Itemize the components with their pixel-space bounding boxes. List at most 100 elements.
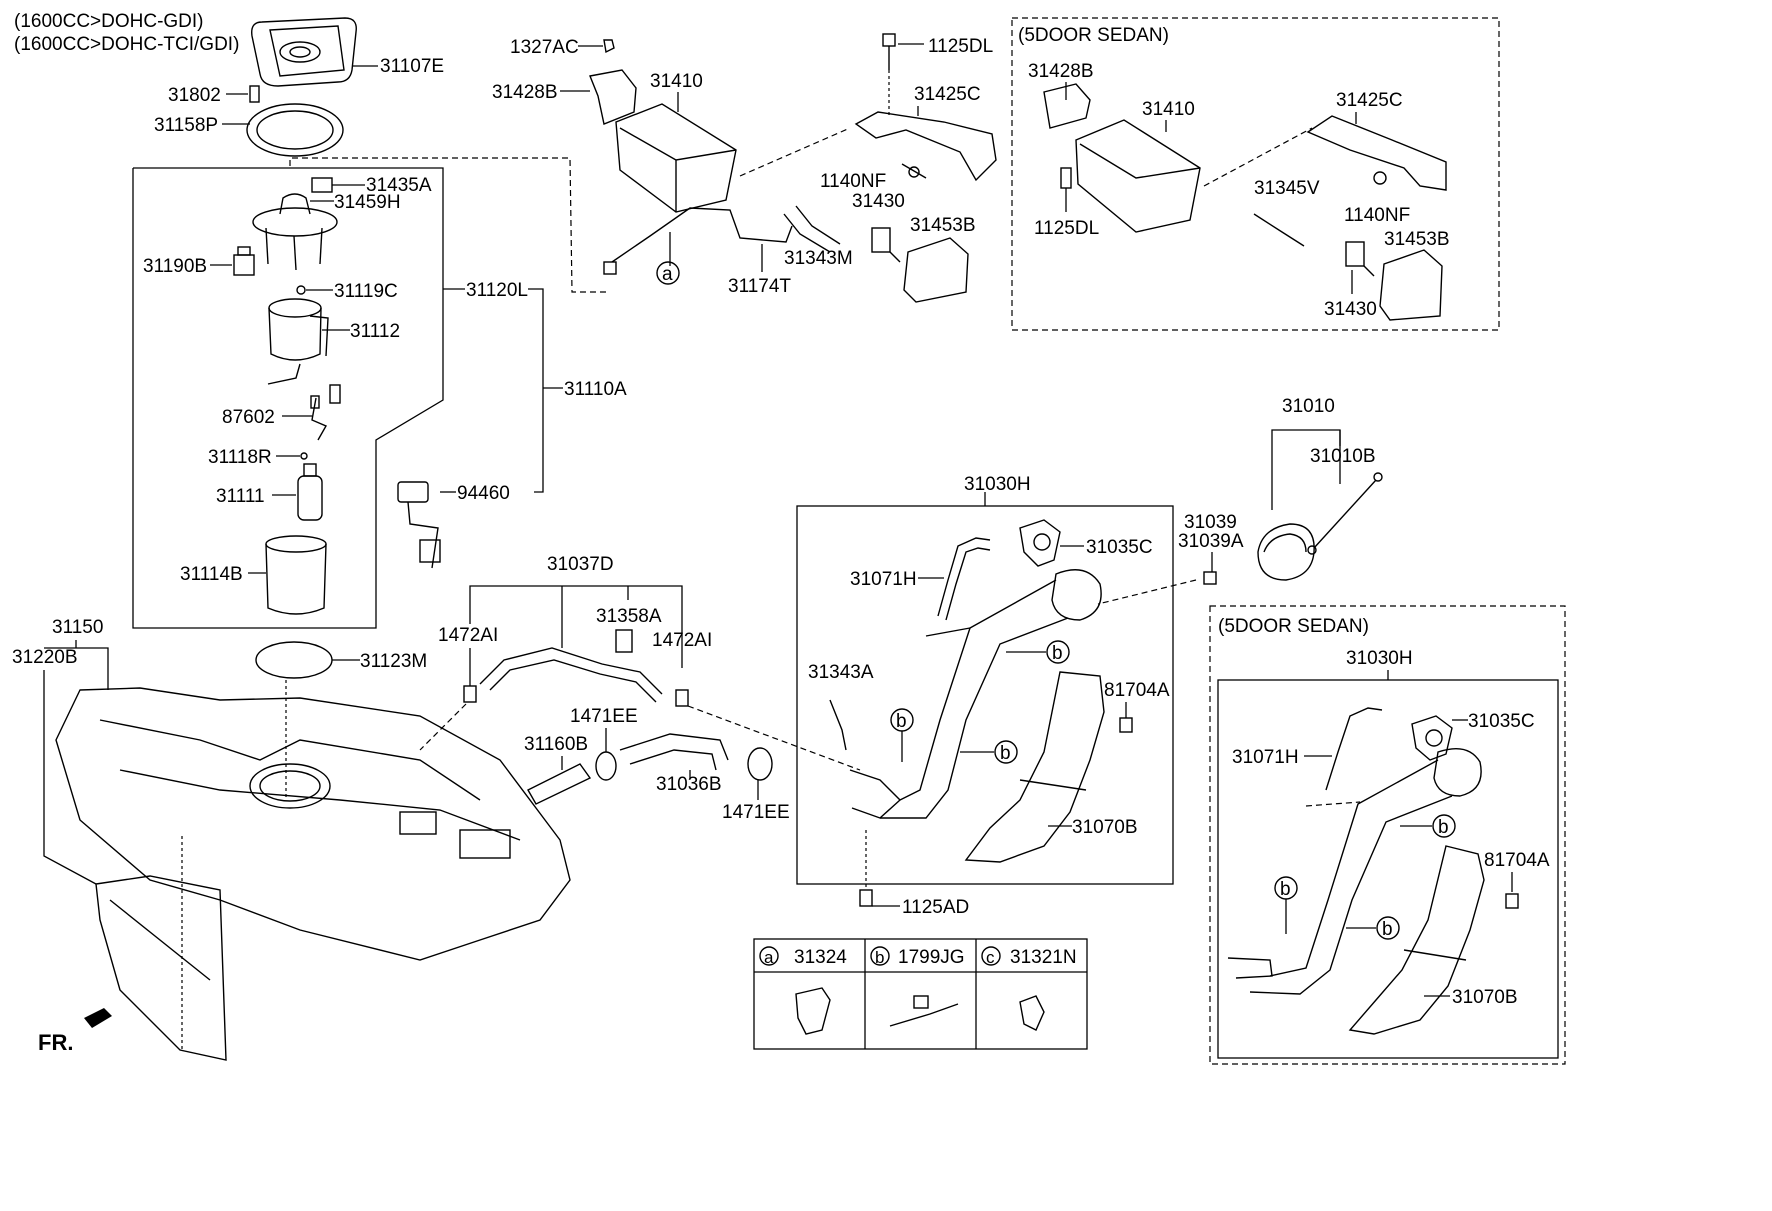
part-31010b-tether	[1307, 472, 1383, 555]
variant-note-tci-gdi: (1600CC>DOHC-TCI/GDI)	[14, 34, 239, 55]
part-1140nf-sedan	[1373, 171, 1387, 185]
sedan-label-bottom: (5DOOR SEDAN)	[1218, 616, 1369, 637]
part-31358a-clip	[615, 629, 633, 653]
label-1327ac: 1327AC	[510, 37, 579, 58]
part-31111-pump	[297, 463, 323, 521]
sedan-label-top: (5DOOR SEDAN)	[1018, 25, 1169, 46]
label-31110a: 31110A	[564, 379, 627, 400]
part-31410-sedan	[1075, 119, 1201, 233]
hose-dash-2	[419, 703, 467, 751]
sedan-neck-dash	[1305, 801, 1361, 807]
legend-a-clip-icon	[795, 987, 831, 1035]
legend-a-part: 31324	[794, 947, 847, 968]
callout-b-4-letter: b	[1438, 817, 1449, 838]
part-31035c-sedan	[1411, 715, 1453, 761]
label-31035c-sedan: 31035C	[1468, 711, 1535, 732]
part-81704a-sedan	[1505, 893, 1519, 909]
label-31358a: 31358A	[596, 606, 662, 627]
part-31453b-sedan	[1379, 249, 1443, 321]
hose-dash-1	[687, 705, 861, 771]
part-31118r-clip	[300, 452, 308, 460]
label-31039a: 31039A	[1178, 531, 1244, 552]
label-31030h-sedan: 31030H	[1346, 648, 1413, 669]
part-1471ee-clamp-b	[747, 747, 773, 781]
part-31802-bolt	[249, 85, 260, 103]
label-31036b: 31036B	[656, 774, 722, 795]
label-31425c-sedan: 31425C	[1336, 90, 1403, 111]
part-31158p-ring	[246, 103, 344, 157]
callout-b-5-letter: b	[1280, 879, 1291, 900]
part-31343a-hose	[829, 699, 847, 751]
callout-b-6-letter: b	[1382, 919, 1393, 940]
callout-a-top	[656, 261, 680, 285]
part-31428b-sedan	[1043, 83, 1091, 129]
label-31070b: 31070B	[1072, 817, 1138, 838]
part-fuel-line-small	[267, 363, 341, 404]
label-31220b: 31220B	[12, 647, 78, 668]
part-1472ai-clip-a	[463, 685, 477, 703]
sedan-filler-box	[1209, 605, 1566, 1065]
label-31010: 31010	[1282, 396, 1335, 417]
callout-b-3	[994, 740, 1018, 764]
callout-b-3-letter: b	[1000, 743, 1011, 764]
legend-cell-c: c 31321N	[981, 946, 1077, 1031]
callout-b-6	[1376, 916, 1400, 940]
part-filler-neck-sedan	[1227, 748, 1482, 995]
label-31410-sedan: 31410	[1142, 99, 1195, 120]
legend-b-tie-icon	[889, 1003, 959, 1027]
label-1140nf-top: 1140NF	[820, 171, 886, 192]
part-31160b-pipe	[527, 763, 592, 805]
label-31425c-top: 31425C	[914, 84, 981, 105]
label-31114b: 31114B	[180, 564, 243, 585]
label-1125dl-sedan: 1125DL	[1034, 218, 1099, 239]
part-31428b-bracket	[589, 69, 637, 125]
legend-c-part: 31321N	[1010, 947, 1077, 968]
label-31343a: 31343A	[808, 662, 874, 683]
label-31111: 31111	[216, 486, 265, 507]
label-31190b: 31190B	[143, 256, 207, 277]
legend-c-clip-icon	[1019, 995, 1045, 1031]
label-31453b-sedan: 31453B	[1384, 229, 1450, 250]
part-filler-neck	[849, 569, 1102, 819]
label-31119c: 31119C	[334, 281, 398, 302]
part-31114b-reservoir	[265, 535, 327, 615]
legend-c-letter: c	[986, 948, 995, 967]
canister-to-bracket-dash	[739, 127, 851, 177]
label-31453b-top: 31453B	[910, 215, 976, 236]
pump-module-box	[132, 167, 444, 629]
sedan-dash-line	[1203, 127, 1313, 187]
part-31070b-sedan	[1348, 845, 1485, 1035]
label-31123m: 31123M	[360, 651, 427, 672]
part-31435a-connector	[311, 177, 333, 193]
label-31174t: 31174T	[728, 276, 791, 297]
legend-cell-b: b 1799JG	[870, 946, 965, 1027]
label-31160b: 31160B	[524, 734, 588, 755]
part-31425c-bracket	[854, 111, 997, 182]
label-31037d: 31037D	[547, 554, 614, 575]
part-31039-screw	[1203, 571, 1217, 585]
label-31030h: 31030H	[964, 474, 1031, 495]
callout-b-4	[1432, 814, 1456, 838]
label-31010b: 31010B	[1310, 446, 1376, 467]
part-1125ad-bolt	[859, 889, 873, 907]
label-1471ee-b: 1471EE	[722, 802, 790, 823]
label-31343m: 31343M	[784, 248, 853, 269]
label-31430-top: 31430	[852, 191, 905, 212]
label-31107e: 31107E	[380, 56, 444, 77]
part-31343m-hose	[783, 205, 841, 253]
legend-cell-a: a 31324	[759, 946, 847, 1035]
label-31435a: 31435A	[366, 175, 432, 196]
part-31174t-tube	[603, 207, 793, 275]
label-31410: 31410	[650, 71, 703, 92]
callout-b-1-letter: b	[1052, 643, 1063, 664]
legend-a-letter: a	[764, 948, 774, 967]
part-1327ac-nut	[603, 39, 615, 54]
part-31220b-heat-shield	[95, 875, 227, 1061]
part-81704a-screw	[1119, 717, 1133, 733]
cap-screw-dash	[1097, 579, 1197, 605]
front-arrow-icon	[84, 1008, 112, 1028]
label-31158p: 31158P	[154, 115, 218, 136]
label-31428b-sedan: 31428B	[1028, 61, 1094, 82]
variant-note-gdi: (1600CC>DOHC-GDI)	[14, 11, 204, 32]
